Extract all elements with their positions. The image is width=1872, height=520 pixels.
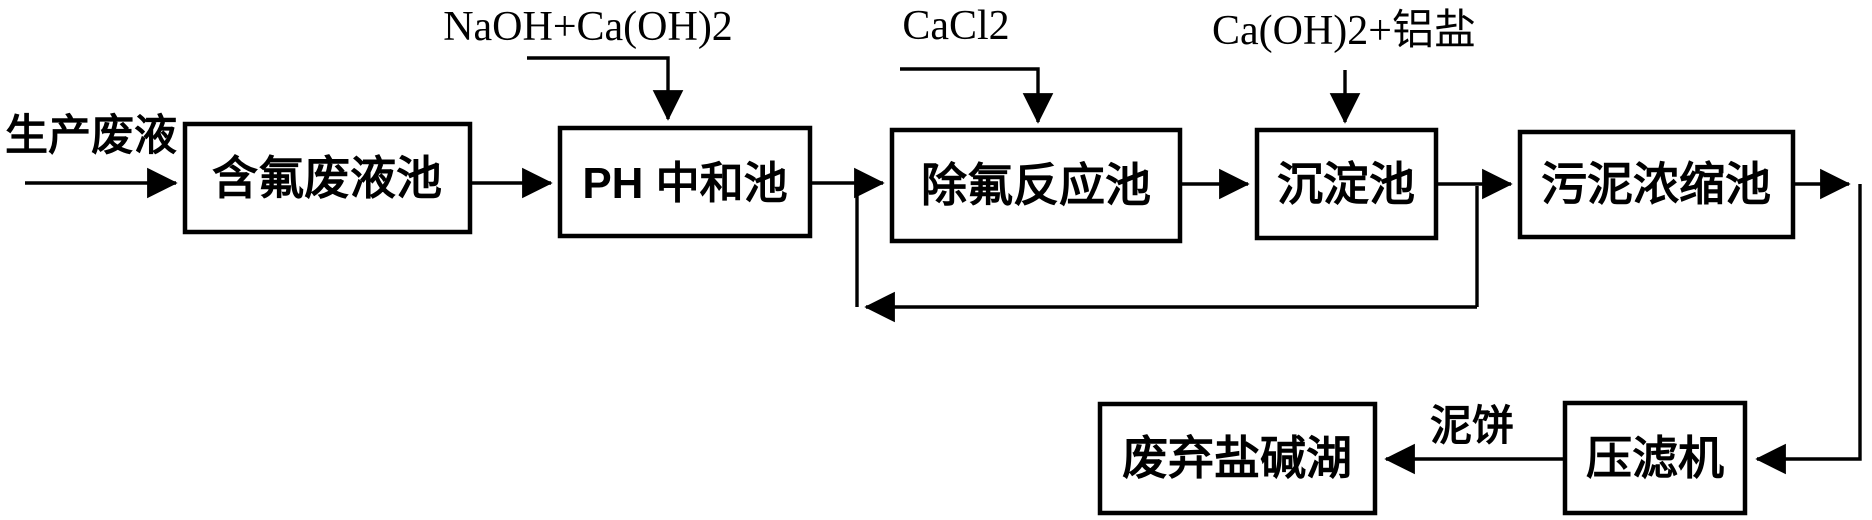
defluorination-reaction-tank-label: 除氟反应池 xyxy=(921,159,1151,211)
arrow-down-to-filter-press xyxy=(1755,184,1862,475)
process-box-ph-neutralization-tank xyxy=(557,125,813,239)
fluoride-waste-tank-label: 含氟废液池 xyxy=(212,152,442,204)
process-box-filter-press xyxy=(1562,400,1748,516)
caoh2-aluminum-salt-label: Ca(OH)2+铝盐 xyxy=(1212,8,1476,54)
process-box-sedimentation-tank xyxy=(1254,127,1439,241)
production-waste-liquid-label: 生产废液 xyxy=(5,112,177,160)
abandoned-salt-alkali-lake-label: 废弃盐碱湖 xyxy=(1122,432,1352,484)
filter-press-label: 压滤机 xyxy=(1586,432,1724,484)
ph-neutralization-tank-label: PH 中和池 xyxy=(582,159,787,208)
process-box-fluoride-waste-tank xyxy=(182,121,473,235)
cacl2-label: CaCl2 xyxy=(902,3,1009,49)
naoh-caoh2-label: NaOH+Ca(OH)2 xyxy=(443,4,733,50)
process-box-defluorination-reaction-tank xyxy=(889,127,1183,244)
sludge-thickening-tank-label: 污泥浓缩池 xyxy=(1541,158,1771,210)
sedimentation-tank-label: 沉淀池 xyxy=(1277,158,1415,210)
process-box-abandoned-salt-alkali-lake xyxy=(1097,401,1378,516)
cacl2-dosing-arrow xyxy=(900,67,1054,124)
naoh-dosing-arrow xyxy=(527,56,684,121)
mud-cake-label: 泥饼 xyxy=(1430,402,1514,449)
process-box-sludge-thickening-tank xyxy=(1517,129,1796,240)
